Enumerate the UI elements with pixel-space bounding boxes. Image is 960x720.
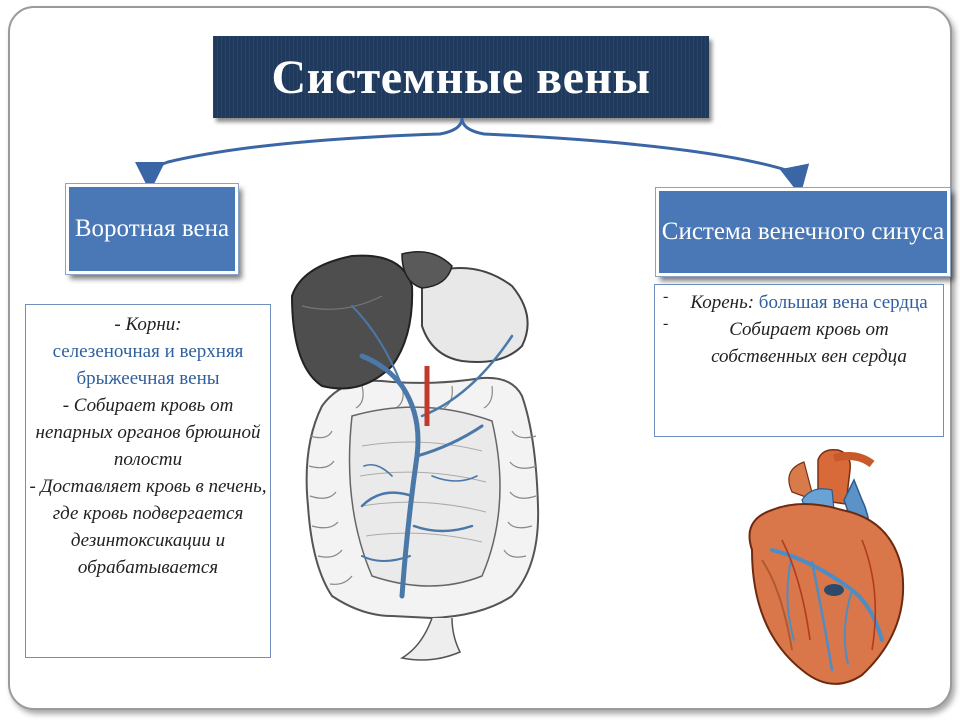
coronary-collects: Собирает кровь от собственных вен сердца: [711, 319, 907, 367]
arrow-to-portal: [135, 117, 464, 192]
page-title: Системные вены: [271, 50, 651, 104]
coronary-root-prefix: Корень:: [690, 292, 755, 313]
coronary-collects-row: - Собирает кровь от собственных вен серд…: [663, 315, 933, 370]
arrow-to-coronary: [460, 117, 810, 196]
abdominal-organs-illustration: [290, 251, 540, 661]
bullet-dash-2: -: [663, 315, 669, 332]
coronary-sinus-label: Система венечного синуса: [661, 217, 945, 245]
title-box: Системные вены: [213, 36, 709, 118]
coronary-description: - Корень: большая вена сердца - Собирает…: [654, 284, 944, 437]
coronary-root-row: - Корень: большая вена сердца: [663, 288, 933, 316]
coronary-root-highlight: большая вена сердца: [758, 292, 928, 313]
portal-delivers: - Доставляет кровь в печень, где кровь п…: [29, 476, 267, 578]
portal-vein-box: Воротная вена: [65, 183, 239, 275]
portal-vein-label: Воротная вена: [74, 214, 230, 242]
portal-collects: - Собирает кровь от непарных органов брю…: [35, 395, 261, 470]
portal-description: - Корни: селезеночная и верхняя брыжеечн…: [25, 304, 271, 658]
portal-roots-prefix: - Корни:: [114, 314, 182, 335]
coronary-sinus-box: Система венечного синуса: [655, 187, 951, 277]
portal-roots-highlight: селезеночная и верхняя брыжеечная вены: [52, 341, 244, 389]
bullet-dash-1: -: [663, 288, 669, 305]
heart-illustration: [748, 448, 905, 685]
